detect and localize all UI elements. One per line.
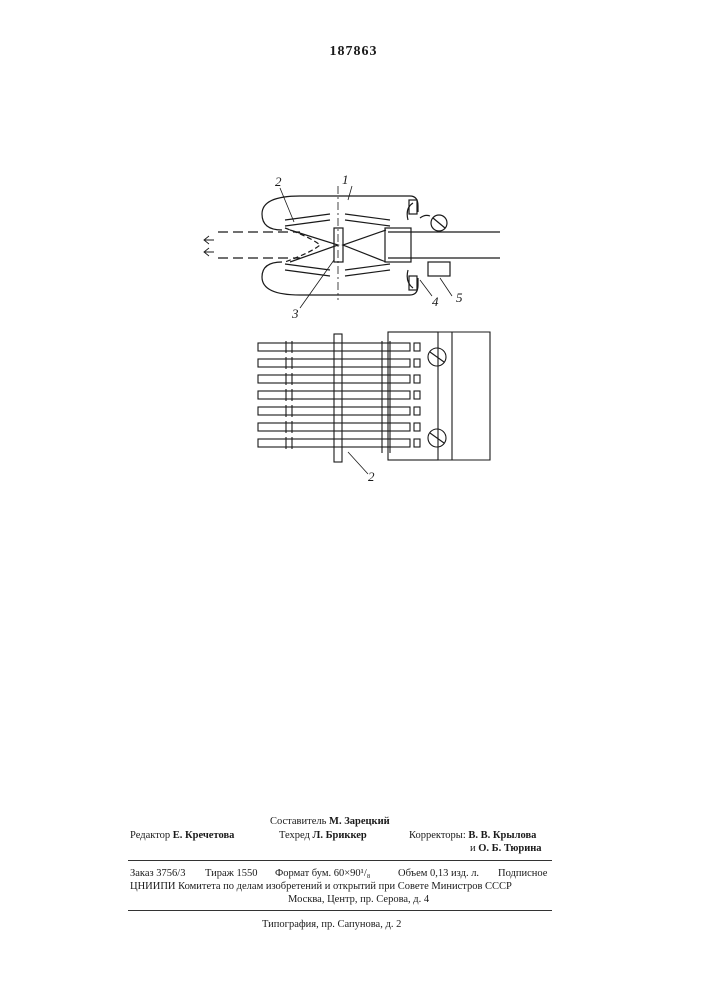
imprint-format: Формат бум. 60×90¹/₈	[275, 867, 370, 880]
compiler-line: Составитель М. Зарецкий	[270, 815, 390, 828]
techred-line: Техред Л. Бриккер	[279, 829, 367, 842]
compiler-role: Составитель	[270, 816, 326, 827]
editor-line: Редактор Е. Кречетова	[130, 829, 234, 842]
imprint-print-run: Тираж 1550	[205, 867, 258, 880]
corrector2-name: О. Б. Тюрина	[478, 843, 541, 854]
imprint-subscription: Подписное	[498, 867, 547, 880]
correctors-line: Корректоры: В. В. Крылова	[409, 829, 536, 842]
separator-line	[128, 860, 552, 861]
imprint-address: Москва, Центр, пр. Серова, д. 4	[288, 893, 429, 906]
compiler-name: М. Зарецкий	[329, 816, 390, 827]
editor-role: Редактор	[130, 830, 170, 841]
correctors-role: Корректоры:	[409, 830, 466, 841]
corrector2-line: и О. Б. Тюрина	[470, 842, 542, 855]
imprint-order: Заказ 3756/3	[130, 867, 185, 880]
corrector2-prefix: и	[470, 843, 476, 854]
imprint-volume: Объем 0,13 изд. л.	[398, 867, 479, 880]
editor-name: Е. Кречетова	[173, 830, 235, 841]
techred-role: Техред	[279, 830, 310, 841]
separator-line-2	[128, 910, 552, 911]
imprint-organization: ЦНИИПИ Комитета по делам изобретений и о…	[130, 880, 512, 893]
corrector1-name: В. В. Крылова	[468, 830, 536, 841]
printer-line: Типография, пр. Сапунова, д. 2	[262, 918, 401, 931]
techred-name: Л. Бриккер	[313, 830, 367, 841]
